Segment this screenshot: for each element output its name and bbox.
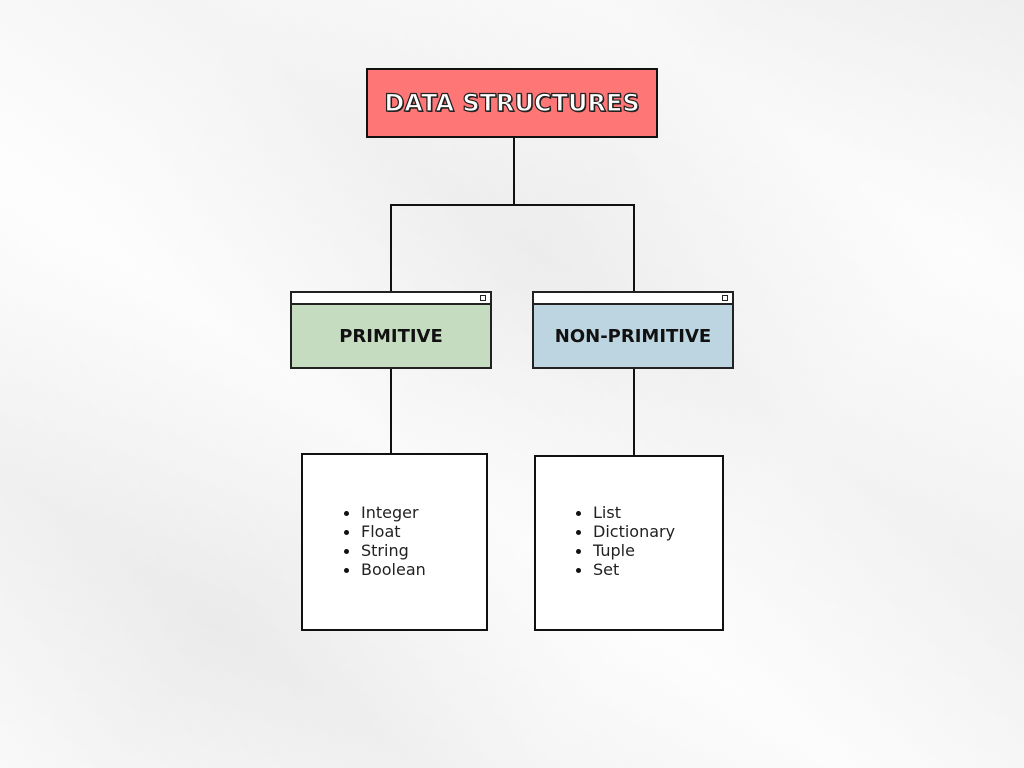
window-title-bar xyxy=(292,293,490,305)
list-item: Set xyxy=(573,560,675,579)
window-square-icon xyxy=(722,295,728,301)
window-square-icon xyxy=(480,295,486,301)
root-node-data-structures: DATA STRUCTURES xyxy=(366,68,658,138)
category-label-non-primitive: NON-PRIMITIVE xyxy=(554,325,712,347)
non-primitive-types-list: List Dictionary Tuple Set xyxy=(573,503,675,579)
connector-primitive-to-list xyxy=(390,368,392,454)
list-item: Dictionary xyxy=(573,522,675,541)
list-item: Tuple xyxy=(573,541,675,560)
category-label-primitive: PRIMITIVE xyxy=(339,325,443,347)
list-item: String xyxy=(341,541,426,560)
list-item: Integer xyxy=(341,503,426,522)
non-primitive-types-box: List Dictionary Tuple Set xyxy=(534,455,724,631)
root-node-title: DATA STRUCTURES xyxy=(384,88,641,117)
connector-to-non-primitive xyxy=(633,204,635,292)
window-title-bar xyxy=(534,293,732,305)
category-node-non-primitive: NON-PRIMITIVE xyxy=(532,291,734,369)
connector-non-primitive-to-list xyxy=(633,368,635,456)
list-item: List xyxy=(573,503,675,522)
list-item: Boolean xyxy=(341,560,426,579)
connector-title-down xyxy=(513,138,515,205)
connector-to-primitive xyxy=(390,204,392,292)
primitive-types-list: Integer Float String Boolean xyxy=(341,503,426,579)
category-node-primitive: PRIMITIVE xyxy=(290,291,492,369)
connector-horizontal xyxy=(390,204,635,206)
list-item: Float xyxy=(341,522,426,541)
primitive-types-box: Integer Float String Boolean xyxy=(301,453,488,631)
